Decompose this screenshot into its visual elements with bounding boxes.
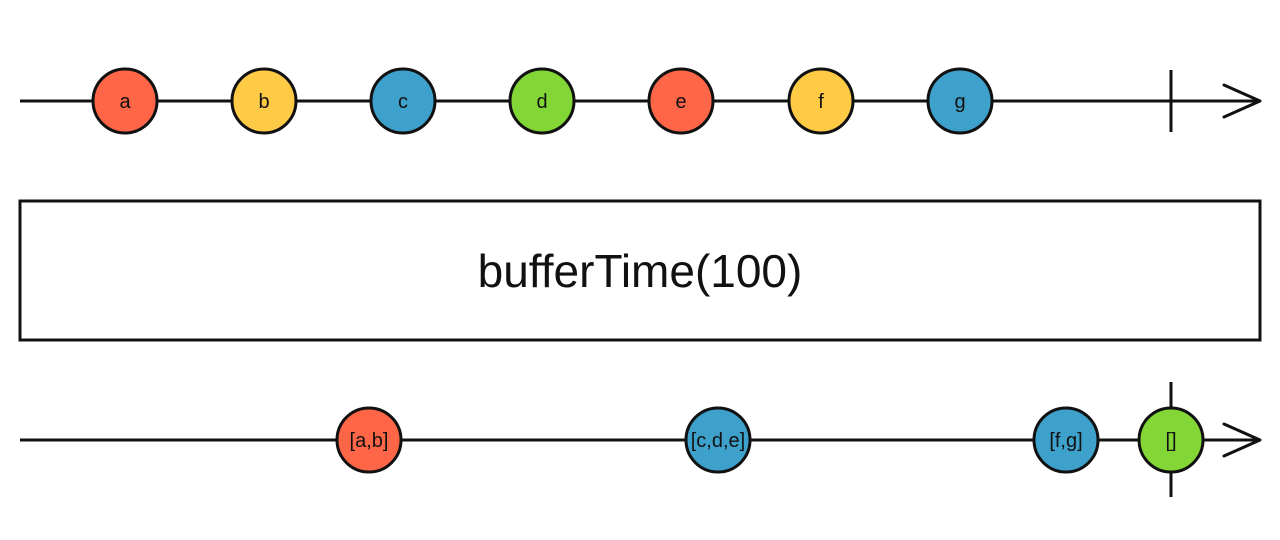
marble-label: a: [119, 91, 131, 113]
marble-label: []: [1165, 430, 1176, 452]
marble: [a,b]: [335, 406, 403, 474]
marble: c: [369, 67, 437, 135]
timeline-arrowhead: [1222, 83, 1262, 119]
marble: [f,g]: [1032, 406, 1100, 474]
marble-label: [f,g]: [1049, 430, 1082, 452]
marble-circle: [335, 406, 403, 474]
marble-label: e: [675, 91, 686, 113]
marble-circle: [1137, 406, 1205, 474]
marble: e: [647, 67, 715, 135]
marble: g: [926, 67, 994, 135]
marble: []: [1137, 406, 1205, 474]
marble: f: [787, 67, 855, 135]
marble-circle: [230, 67, 298, 135]
marble-label: d: [536, 91, 547, 113]
marble-circle: [647, 67, 715, 135]
marble-label: g: [954, 91, 965, 113]
marble-circle: [684, 406, 752, 474]
marble-circle: [508, 67, 576, 135]
marble-label: b: [258, 91, 269, 113]
input-timeline: a b c d e f g: [20, 67, 1262, 135]
timeline-arrowhead: [1222, 422, 1262, 458]
marble: d: [508, 67, 576, 135]
operator-box: bufferTime(100): [18, 199, 1262, 342]
marble-label: [a,b]: [350, 430, 389, 452]
marble-label: f: [818, 91, 824, 113]
marble-label: [c,d,e]: [691, 430, 745, 452]
marble: [c,d,e]: [684, 406, 752, 474]
marble-circle: [926, 67, 994, 135]
output-timeline: [a,b] [c,d,e] [f,g] []: [20, 382, 1262, 497]
marble-circle: [787, 67, 855, 135]
marble-label: c: [398, 91, 408, 113]
operator-label: bufferTime(100): [478, 245, 803, 297]
marble-circle: [91, 67, 159, 135]
marble: a: [91, 67, 159, 135]
operator-box-rect: [18, 199, 1262, 342]
marble-circle: [1032, 406, 1100, 474]
marble-circle: [369, 67, 437, 135]
marble: b: [230, 67, 298, 135]
